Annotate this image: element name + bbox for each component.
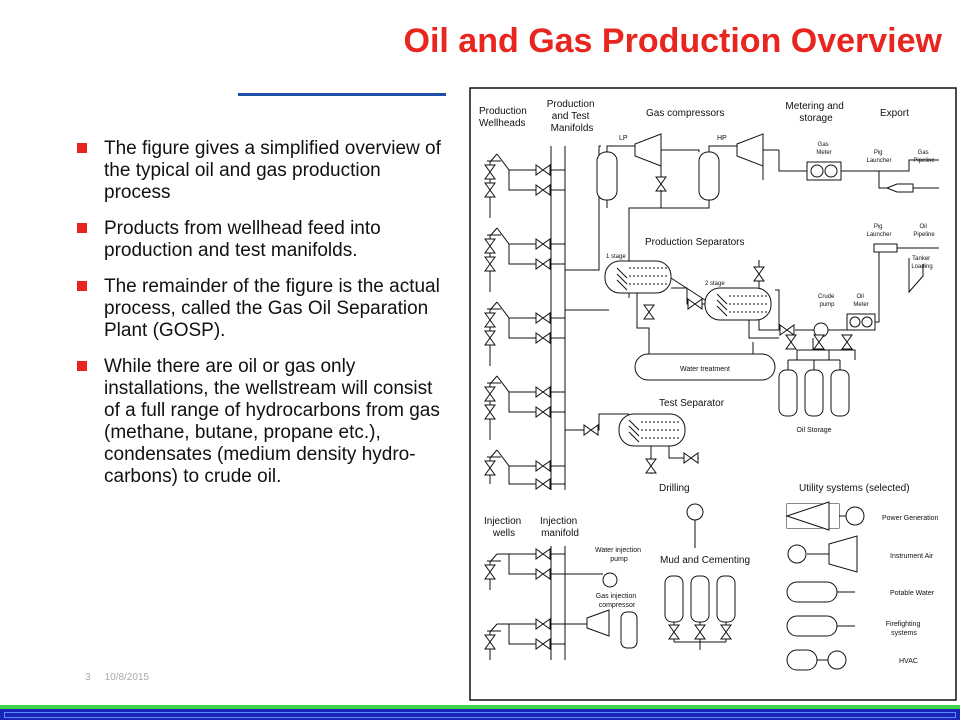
bullet-square-icon: [77, 223, 87, 233]
label-injection-manifold: Injection manifold: [540, 516, 580, 539]
label-gas-pipeline: Gas Pipeline: [913, 150, 935, 164]
header-gas-compressors: Gas compressors: [646, 108, 724, 119]
label-crude-pump: Crude pump: [818, 294, 836, 308]
label-oil-meter: Oil Meter: [853, 294, 868, 308]
label-gas-meter: Gas Meter: [816, 142, 831, 156]
label-test-separator: Test Separator: [659, 398, 725, 409]
process-diagram: Production Wellheads Production and Test…: [469, 87, 957, 701]
label-gas-injection-compressor: Gas injection compressor: [596, 593, 638, 609]
page-number: 3: [85, 672, 91, 683]
header-production-wellheads: Production Wellheads: [479, 106, 530, 129]
label-1-stage: 1 stage: [606, 254, 626, 260]
test-separator-group: [565, 413, 699, 474]
bullet-text: The remainder of the figure is the actua…: [104, 276, 440, 341]
header-export: Export: [880, 108, 909, 119]
bottom-band: [0, 705, 960, 720]
injection-equipment-group: [586, 572, 638, 649]
label-pig-launcher-oil: Pig Launcher: [866, 224, 891, 238]
gas-compressors-group: [596, 133, 879, 298]
power-generation-compressor: [785, 501, 830, 531]
production-separators-group: [604, 260, 848, 354]
label-hvac: HVAC: [899, 658, 918, 665]
label-production-separators: Production Separators: [645, 237, 745, 248]
gas-metering-group: [806, 159, 939, 193]
slide-date: 10/8/2015: [104, 672, 150, 683]
label-hp: HP: [717, 135, 727, 142]
wellheads-group: [484, 145, 609, 490]
label-water-injection-pump: Water injection pump: [595, 547, 643, 563]
oil-export-group: [873, 243, 939, 320]
label-pig-launcher-gas: Pig Launcher: [866, 150, 891, 164]
label-oil-pipeline: Oil Pipeline: [913, 224, 935, 238]
label-lp: LP: [619, 135, 628, 142]
header-metering-storage: Metering and storage: [785, 101, 846, 124]
bullet-item: Products from wellhead feed into product…: [74, 218, 446, 262]
title-underline: [238, 93, 446, 96]
label-drilling: Drilling: [659, 483, 690, 494]
label-firefighting: Firefighting systems: [886, 621, 923, 637]
bullet-item: The figure gives a simplified overview o…: [74, 138, 446, 204]
label-2-stage: 2 stage: [705, 281, 725, 287]
bullet-text: The figure gives a simplified overview o…: [104, 138, 441, 203]
label-instrument-air: Instrument Air: [890, 553, 934, 560]
label-power-generation: Power Generation: [882, 515, 939, 522]
bullet-square-icon: [77, 143, 87, 153]
bullet-square-icon: [77, 281, 87, 291]
label-injection-wells: Injection wells: [484, 516, 524, 539]
slide-footer: 3 10/8/2015: [85, 672, 149, 683]
oil-meter-group: [846, 313, 880, 331]
label-mud-cementing: Mud and Cementing: [660, 555, 750, 566]
water-treatment-group: [634, 342, 776, 381]
label-water-treatment: Water treatment: [680, 366, 730, 373]
bullet-list: The figure gives a simplified overview o…: [74, 138, 446, 502]
bullet-item: While there are oil or gas only installa…: [74, 356, 446, 488]
mud-cementing-group: [664, 503, 736, 650]
label-tanker-loading: Tanker Loading: [911, 256, 932, 270]
bullet-text: While there are oil or gas only installa…: [104, 356, 440, 487]
label-oil-storage: Oil Storage: [796, 427, 831, 434]
label-utility-systems: Utility systems (selected): [799, 483, 910, 494]
bullet-text: Products from wellhead feed into product…: [104, 218, 381, 261]
header-manifolds: Production and Test Manifolds: [547, 99, 598, 134]
bottom-band-inner: [4, 712, 956, 718]
oil-storage-group: [778, 334, 856, 417]
label-potable-water: Potable Water: [890, 590, 935, 597]
bullet-item: The remainder of the figure is the actua…: [74, 276, 446, 342]
injection-wells-group: [484, 546, 609, 660]
bullet-square-icon: [77, 361, 87, 371]
slide-title: Oil and Gas Production Overview: [403, 22, 942, 60]
